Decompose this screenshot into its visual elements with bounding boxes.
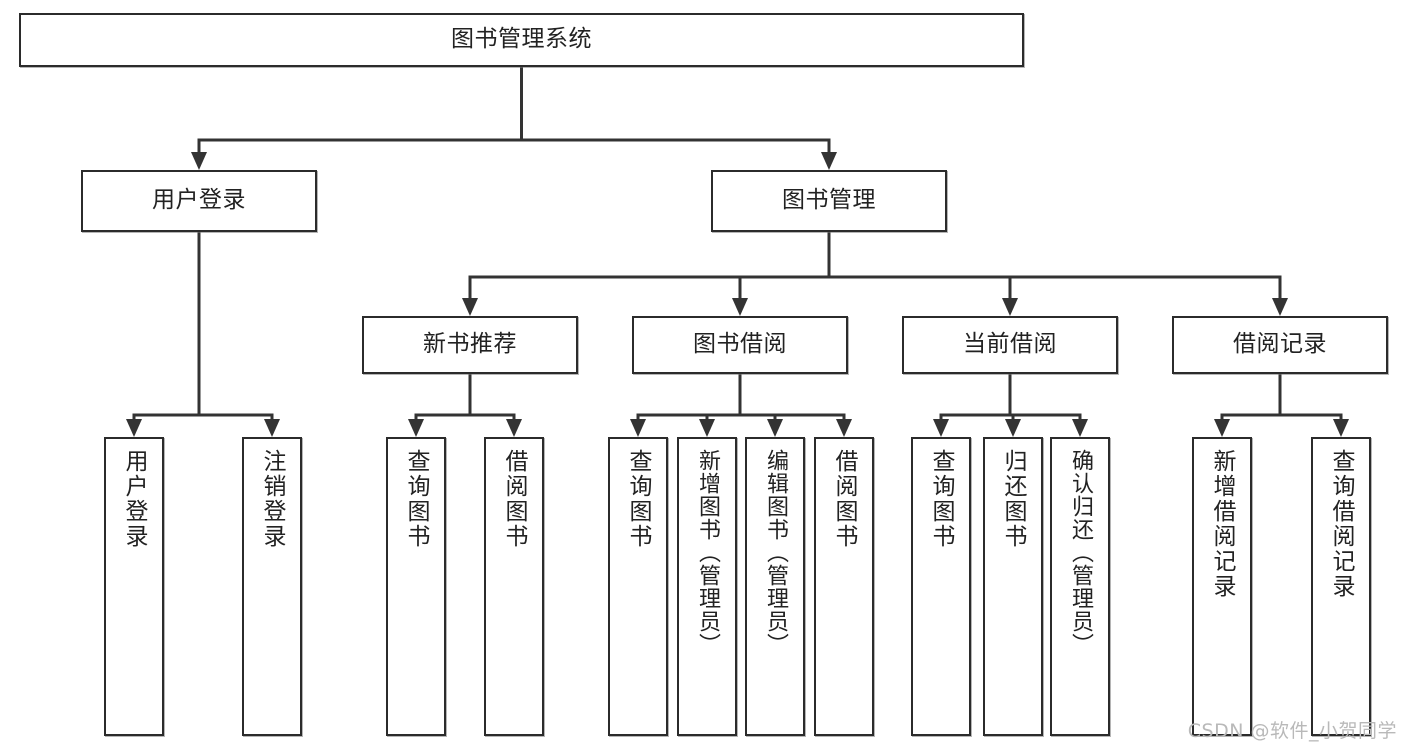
node-label: 编辑图书（管理员） bbox=[762, 449, 788, 656]
node-label: 查询图书 bbox=[928, 449, 955, 549]
arrowhead bbox=[767, 419, 783, 437]
node-l-querybook2[interactable]: 查询图书 bbox=[608, 437, 668, 736]
node-l-borrowbook2[interactable]: 借阅图书 bbox=[814, 437, 874, 736]
arrowhead bbox=[506, 419, 522, 437]
node-label: 确认归还（管理员） bbox=[1067, 449, 1093, 656]
node-l-querybook3[interactable]: 查询图书 bbox=[911, 437, 971, 736]
node-label: 归还图书 bbox=[1000, 449, 1027, 549]
node-label: 图书管理系统 bbox=[451, 26, 592, 53]
arrowhead bbox=[1214, 419, 1230, 437]
arrowhead bbox=[1072, 419, 1088, 437]
arrowhead bbox=[933, 419, 949, 437]
arrowhead bbox=[836, 419, 852, 437]
node-current[interactable]: 当前借阅 bbox=[902, 316, 1118, 374]
node-label: 查询图书 bbox=[625, 449, 652, 549]
arrowhead bbox=[699, 419, 715, 437]
arrowhead bbox=[630, 419, 646, 437]
node-l-querybook1[interactable]: 查询图书 bbox=[386, 437, 446, 736]
node-records[interactable]: 借阅记录 bbox=[1172, 316, 1388, 374]
arrowhead bbox=[191, 152, 207, 170]
node-l-addbook[interactable]: 新增图书（管理员） bbox=[677, 437, 737, 736]
arrowhead bbox=[126, 419, 142, 437]
node-borrow[interactable]: 图书借阅 bbox=[632, 316, 848, 374]
node-l-borrowbook1[interactable]: 借阅图书 bbox=[484, 437, 544, 736]
node-label: 图书管理 bbox=[782, 187, 876, 214]
node-label: 借阅记录 bbox=[1233, 331, 1327, 358]
node-label: 新增图书（管理员） bbox=[694, 449, 720, 656]
arrowhead bbox=[732, 298, 748, 316]
node-l-confirm[interactable]: 确认归还（管理员） bbox=[1050, 437, 1110, 736]
node-l-editbook[interactable]: 编辑图书（管理员） bbox=[745, 437, 805, 736]
arrowhead bbox=[1333, 419, 1349, 437]
csdn-watermark: CSDN @软件_小贺同学 bbox=[1187, 720, 1397, 742]
arrowhead bbox=[408, 419, 424, 437]
node-root[interactable]: 图书管理系统 bbox=[19, 13, 1024, 67]
arrowhead bbox=[1005, 419, 1021, 437]
node-bookmgmt[interactable]: 图书管理 bbox=[711, 170, 947, 232]
arrowhead bbox=[1002, 298, 1018, 316]
node-label: 新书推荐 bbox=[423, 331, 517, 358]
node-label: 新增借阅记录 bbox=[1209, 449, 1236, 599]
node-label: 注销登录 bbox=[259, 449, 286, 549]
arrowhead bbox=[821, 152, 837, 170]
node-newbooks[interactable]: 新书推荐 bbox=[362, 316, 578, 374]
node-label: 用户登录 bbox=[121, 449, 148, 549]
node-label: 查询图书 bbox=[403, 449, 430, 549]
node-l-returnbook[interactable]: 归还图书 bbox=[983, 437, 1043, 736]
node-l-userlogin[interactable]: 用户登录 bbox=[104, 437, 164, 736]
node-l-queryrecord[interactable]: 查询借阅记录 bbox=[1311, 437, 1371, 736]
arrowhead bbox=[462, 298, 478, 316]
arrowhead bbox=[264, 419, 280, 437]
node-label: 查询借阅记录 bbox=[1328, 449, 1355, 599]
node-login[interactable]: 用户登录 bbox=[81, 170, 317, 232]
node-label: 用户登录 bbox=[152, 187, 246, 214]
node-label: 借阅图书 bbox=[501, 449, 528, 549]
node-label: 当前借阅 bbox=[963, 331, 1057, 358]
node-l-addrecord[interactable]: 新增借阅记录 bbox=[1192, 437, 1252, 736]
node-l-logout[interactable]: 注销登录 bbox=[242, 437, 302, 736]
arrowhead bbox=[1272, 298, 1288, 316]
node-label: 图书借阅 bbox=[693, 331, 787, 358]
node-label: 借阅图书 bbox=[831, 449, 858, 549]
